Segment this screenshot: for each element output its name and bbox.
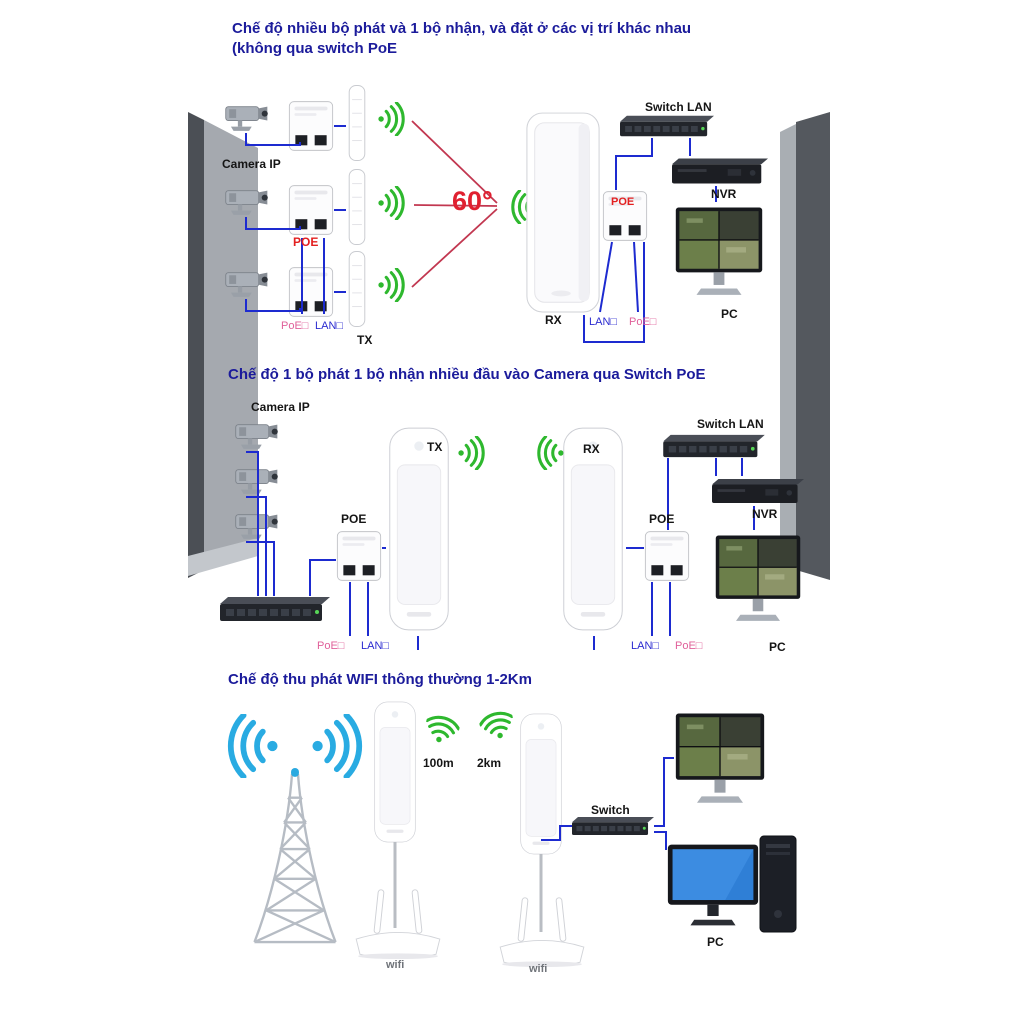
wifi-signal-icon xyxy=(376,102,405,136)
pc-tower-icon xyxy=(759,835,797,933)
poe-injector-icon xyxy=(644,531,690,581)
switch-lan-label: Switch LAN xyxy=(697,417,764,431)
section2-graphics xyxy=(220,424,804,650)
wifi-label: wifi xyxy=(529,963,548,975)
cpe-antenna-icon xyxy=(348,168,366,246)
surveillance-monitor-icon xyxy=(675,206,763,296)
tx-label: TX xyxy=(427,440,443,454)
cctv-camera-icon xyxy=(225,190,269,216)
poe-injector-icon xyxy=(288,101,334,151)
camera-ip-label: Camera IP xyxy=(222,157,281,171)
wifi-signal-icon xyxy=(537,436,566,470)
poe-label: POE xyxy=(649,512,675,526)
cctv-camera-icon xyxy=(235,469,279,495)
switch-label: Switch xyxy=(591,803,630,817)
poe-label: POE xyxy=(293,235,319,249)
cctv-camera-icon xyxy=(225,106,269,132)
pc-label: PC xyxy=(769,640,786,654)
surveillance-monitor-icon xyxy=(715,534,801,622)
wifi-broadcast-icon xyxy=(231,715,278,776)
lan-switch-icon xyxy=(620,115,714,137)
outdoor-cpe-icon xyxy=(520,713,562,855)
pc-label: PC xyxy=(707,935,724,949)
outdoor-cpe-icon xyxy=(374,701,416,843)
section2-title: Chế độ 1 bộ phát 1 bộ nhận nhiều đầu vào… xyxy=(228,366,706,383)
rx-cpe-icon xyxy=(563,427,623,631)
nvr-icon xyxy=(712,479,804,503)
angle-label: 60° xyxy=(452,186,493,216)
distance-100m-label: 100m xyxy=(423,756,454,770)
wifi-signal-icon xyxy=(421,712,462,748)
wifi-label: wifi xyxy=(386,959,405,971)
poe-switch-icon xyxy=(220,597,330,621)
background-wall-right xyxy=(780,112,830,580)
wifi-signal-icon xyxy=(477,708,518,744)
section1-graphics xyxy=(225,84,768,343)
cctv-camera-icon xyxy=(235,424,279,450)
nvr-label: NVR xyxy=(752,507,778,521)
lan-port-label: LAN□ xyxy=(315,320,344,332)
rx-label: RX xyxy=(545,313,562,327)
cctv-camera-icon xyxy=(235,514,279,540)
cpe-antenna-icon xyxy=(348,250,366,328)
lan-port-label: LAN□ xyxy=(631,640,660,652)
nvr-icon xyxy=(672,158,768,184)
cctv-camera-icon xyxy=(225,272,269,298)
poe-port-label: PoE□ xyxy=(675,640,703,652)
wifi-signal-icon xyxy=(456,436,485,470)
lan-switch-icon xyxy=(663,434,765,458)
mast-poles xyxy=(393,842,543,932)
tx-label: TX xyxy=(357,333,373,347)
poe-port-label: PoE□ xyxy=(629,316,657,328)
poe-label: POE xyxy=(611,196,635,208)
cable-lines xyxy=(246,451,755,650)
poe-port-label: PoE□ xyxy=(317,640,345,652)
cpe-antenna-icon xyxy=(348,84,366,162)
camera-ip-label: Camera IP xyxy=(251,400,310,414)
desktop-monitor-icon xyxy=(667,844,759,926)
section3-graphics xyxy=(231,701,797,968)
poe-injector-icon xyxy=(288,185,334,235)
poe-port-label: PoE□ xyxy=(281,320,309,332)
distance-2km-label: 2km xyxy=(477,756,502,770)
radio-tower-icon xyxy=(253,768,337,944)
cable-lines xyxy=(245,125,717,343)
nvr-label: NVR xyxy=(711,187,737,201)
wifi-signal-icon xyxy=(376,186,405,220)
rx-label: RX xyxy=(583,442,600,456)
surveillance-monitor-icon xyxy=(675,712,765,804)
section1-title-line2: (không qua switch PoE xyxy=(232,40,398,57)
wifi-router-icon xyxy=(355,889,441,960)
cable-lines xyxy=(541,757,674,850)
section1-title-line1: Chế độ nhiều bộ phát và 1 bộ nhận, và đặ… xyxy=(232,20,692,37)
wifi-broadcast-icon xyxy=(312,715,359,776)
tx-cpe-icon xyxy=(389,427,449,631)
lan-port-label: LAN□ xyxy=(589,316,618,328)
poe-injector-icon xyxy=(336,531,382,581)
wifi-signal-icon xyxy=(376,268,405,302)
receiver-cpe-icon xyxy=(526,112,600,313)
switch-lan-label: Switch LAN xyxy=(645,100,712,114)
poe-injector-icon xyxy=(288,267,334,317)
pc-label: PC xyxy=(721,307,738,321)
lan-port-label: LAN□ xyxy=(361,640,390,652)
background-wall-left xyxy=(188,112,258,578)
signal-path-lines xyxy=(411,120,498,288)
switch-icon xyxy=(572,817,654,835)
section3-title: Chế độ thu phát WIFI thông thường 1-2Km xyxy=(228,671,532,688)
poe-label: POE xyxy=(341,512,367,526)
